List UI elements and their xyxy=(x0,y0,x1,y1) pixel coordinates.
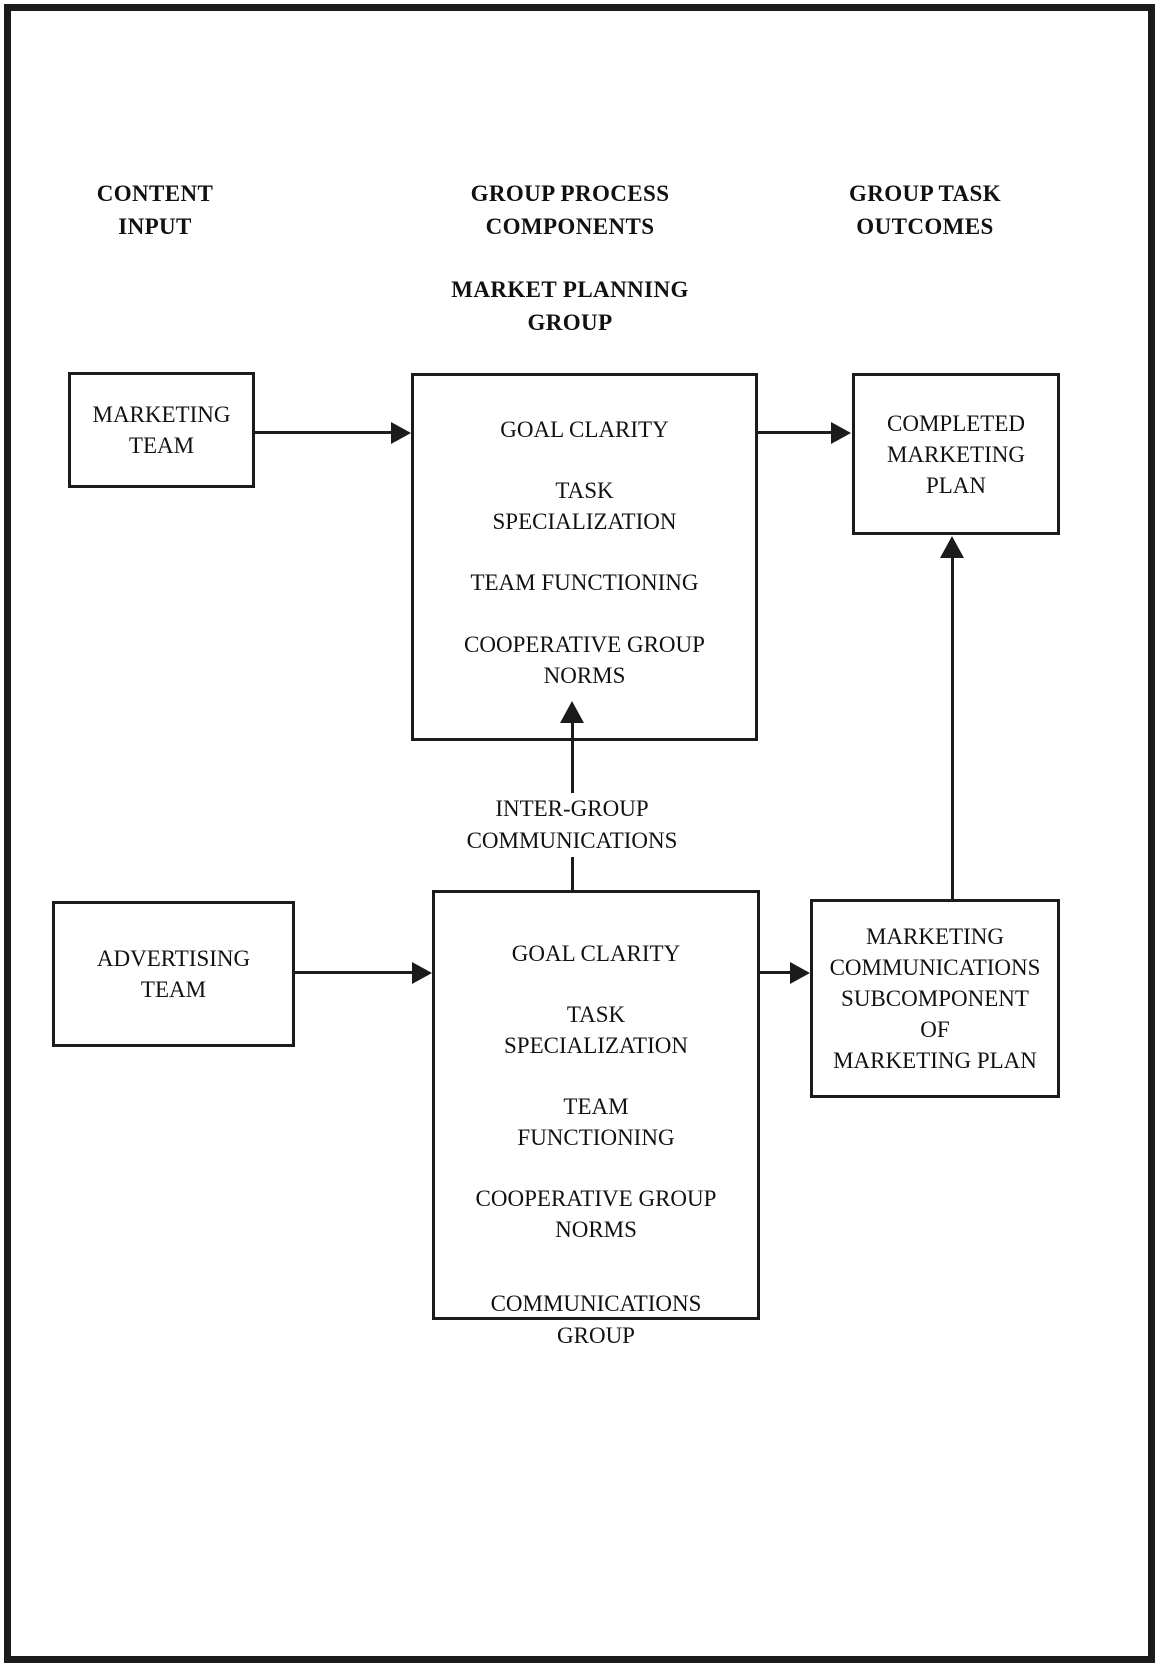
group-label-market-planning: MARKET PLANNING GROUP xyxy=(451,277,689,335)
connector-advertising-team-to-communications-group xyxy=(295,971,420,974)
box-completed-marketing-plan-label: COMPLETED MARKETING PLAN xyxy=(887,410,1025,498)
process-item-team-functioning-bottom: TEAM FUNCTIONING xyxy=(517,1094,675,1150)
arrowhead-advertising-team-to-communications-group xyxy=(412,962,432,984)
column-heading-group-task-outcomes: GROUP TASK OUTCOMES xyxy=(848,181,1002,239)
column-heading-group-process-components: GROUP PROCESS COMPONENTS xyxy=(470,181,670,239)
connector-label-inter-group-communications-text: INTER-GROUP COMMUNICATIONS xyxy=(462,793,682,857)
process-item-task-specialization-bottom: TASK SPECIALIZATION xyxy=(504,1002,688,1058)
group-label-communications: COMMUNICATIONS GROUP xyxy=(490,1291,702,1348)
connector-communications-group-to-subcomponent xyxy=(760,971,793,974)
box-market-planning-group-process[interactable]: GOAL CLARITY TASK SPECIALIZATION TEAM FU… xyxy=(411,373,758,741)
process-item-task-specialization-top: TASK SPECIALIZATION xyxy=(492,478,677,534)
arrowhead-marketing-team-to-market-planning xyxy=(391,422,411,444)
box-marketing-communications-subcomponent[interactable]: MARKETING COMMUNICATIONS SUBCOMPONENT OF… xyxy=(810,899,1060,1098)
arrowhead-inter-group-up xyxy=(560,701,584,723)
box-completed-marketing-plan[interactable]: COMPLETED MARKETING PLAN xyxy=(852,373,1060,535)
connector-market-planning-to-completed-plan xyxy=(758,431,835,434)
process-item-cooperative-group-norms-bottom: COOPERATIVE GROUP NORMS xyxy=(475,1186,717,1242)
connector-label-inter-group-communications: INTER-GROUP COMMUNICATIONS xyxy=(412,761,732,857)
box-marketing-team[interactable]: MARKETING TEAM xyxy=(68,372,255,488)
box-marketing-team-label: MARKETING TEAM xyxy=(92,402,231,458)
column-heading-content-input: CONTENT INPUT xyxy=(96,181,214,239)
process-item-team-functioning-top: TEAM FUNCTIONING xyxy=(470,570,699,595)
process-item-cooperative-group-norms-top: COOPERATIVE GROUP NORMS xyxy=(464,632,705,688)
box-marketing-communications-subcomponent-label: MARKETING COMMUNICATIONS SUBCOMPONENT OF… xyxy=(829,924,1041,1073)
connector-subcomponent-to-completed-plan xyxy=(951,557,954,953)
box-advertising-team[interactable]: ADVERTISING TEAM xyxy=(52,901,295,1047)
box-advertising-team-label: ADVERTISING TEAM xyxy=(96,946,251,1002)
process-item-goal-clarity-bottom: GOAL CLARITY xyxy=(511,941,681,966)
process-item-goal-clarity-top: GOAL CLARITY xyxy=(500,417,669,442)
connector-marketing-team-to-market-planning xyxy=(255,431,395,434)
arrowhead-communications-group-to-subcomponent xyxy=(790,962,810,984)
arrowhead-subcomponent-to-completed-plan xyxy=(940,536,964,558)
arrowhead-market-planning-to-completed-plan xyxy=(831,422,851,444)
box-communications-group-process[interactable]: GOAL CLARITY TASK SPECIALIZATION TEAM FU… xyxy=(432,890,760,1320)
